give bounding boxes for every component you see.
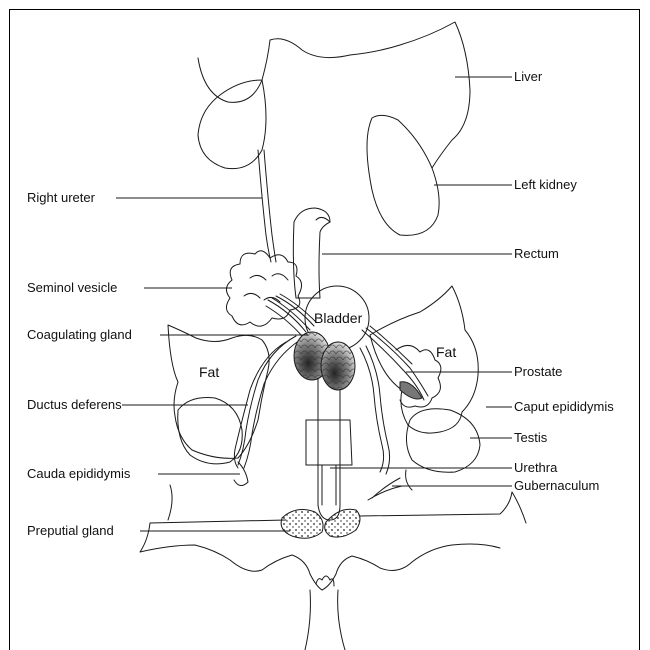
label-preputial-gland: Preputial gland xyxy=(27,523,114,539)
label-seminal-vesicle: Seminol vesicle xyxy=(27,280,117,296)
label-coagulating-gland: Coagulating gland xyxy=(27,327,132,343)
liver-lobe-left xyxy=(198,80,266,169)
label-right-ureter: Right ureter xyxy=(27,190,95,206)
label-left-kidney: Left kidney xyxy=(514,177,577,193)
gubernaculum xyxy=(368,478,402,500)
liver-shape xyxy=(198,22,470,235)
testis-left xyxy=(178,398,243,464)
label-liver: Liver xyxy=(514,69,542,85)
label-bladder: Bladder xyxy=(314,310,362,326)
label-fat-left: Fat xyxy=(199,364,219,380)
prostate-fibres xyxy=(362,326,428,400)
seminal-vesicle xyxy=(226,251,301,326)
pelvis-outline xyxy=(140,485,526,590)
label-urethra: Urethra xyxy=(514,460,557,476)
rectum xyxy=(293,208,330,298)
label-testis: Testis xyxy=(514,430,547,446)
label-gubernaculum: Gubernaculum xyxy=(514,478,599,494)
label-prostate: Prostate xyxy=(514,364,562,380)
label-caput-epididymis: Caput epididymis xyxy=(514,399,614,415)
label-ductus-deferens: Ductus deferens xyxy=(27,397,122,413)
right-ureter xyxy=(258,150,276,262)
prostate-gland xyxy=(294,332,355,390)
testis-right xyxy=(406,409,480,473)
coagulating-gland xyxy=(266,294,316,336)
label-cauda-epididymis: Cauda epididymis xyxy=(27,466,130,482)
fat-right xyxy=(370,286,478,433)
label-rectum: Rectum xyxy=(514,246,559,262)
ductus-deferens-right xyxy=(360,346,390,474)
label-fat-right: Fat xyxy=(436,344,456,360)
trunk xyxy=(305,590,345,650)
